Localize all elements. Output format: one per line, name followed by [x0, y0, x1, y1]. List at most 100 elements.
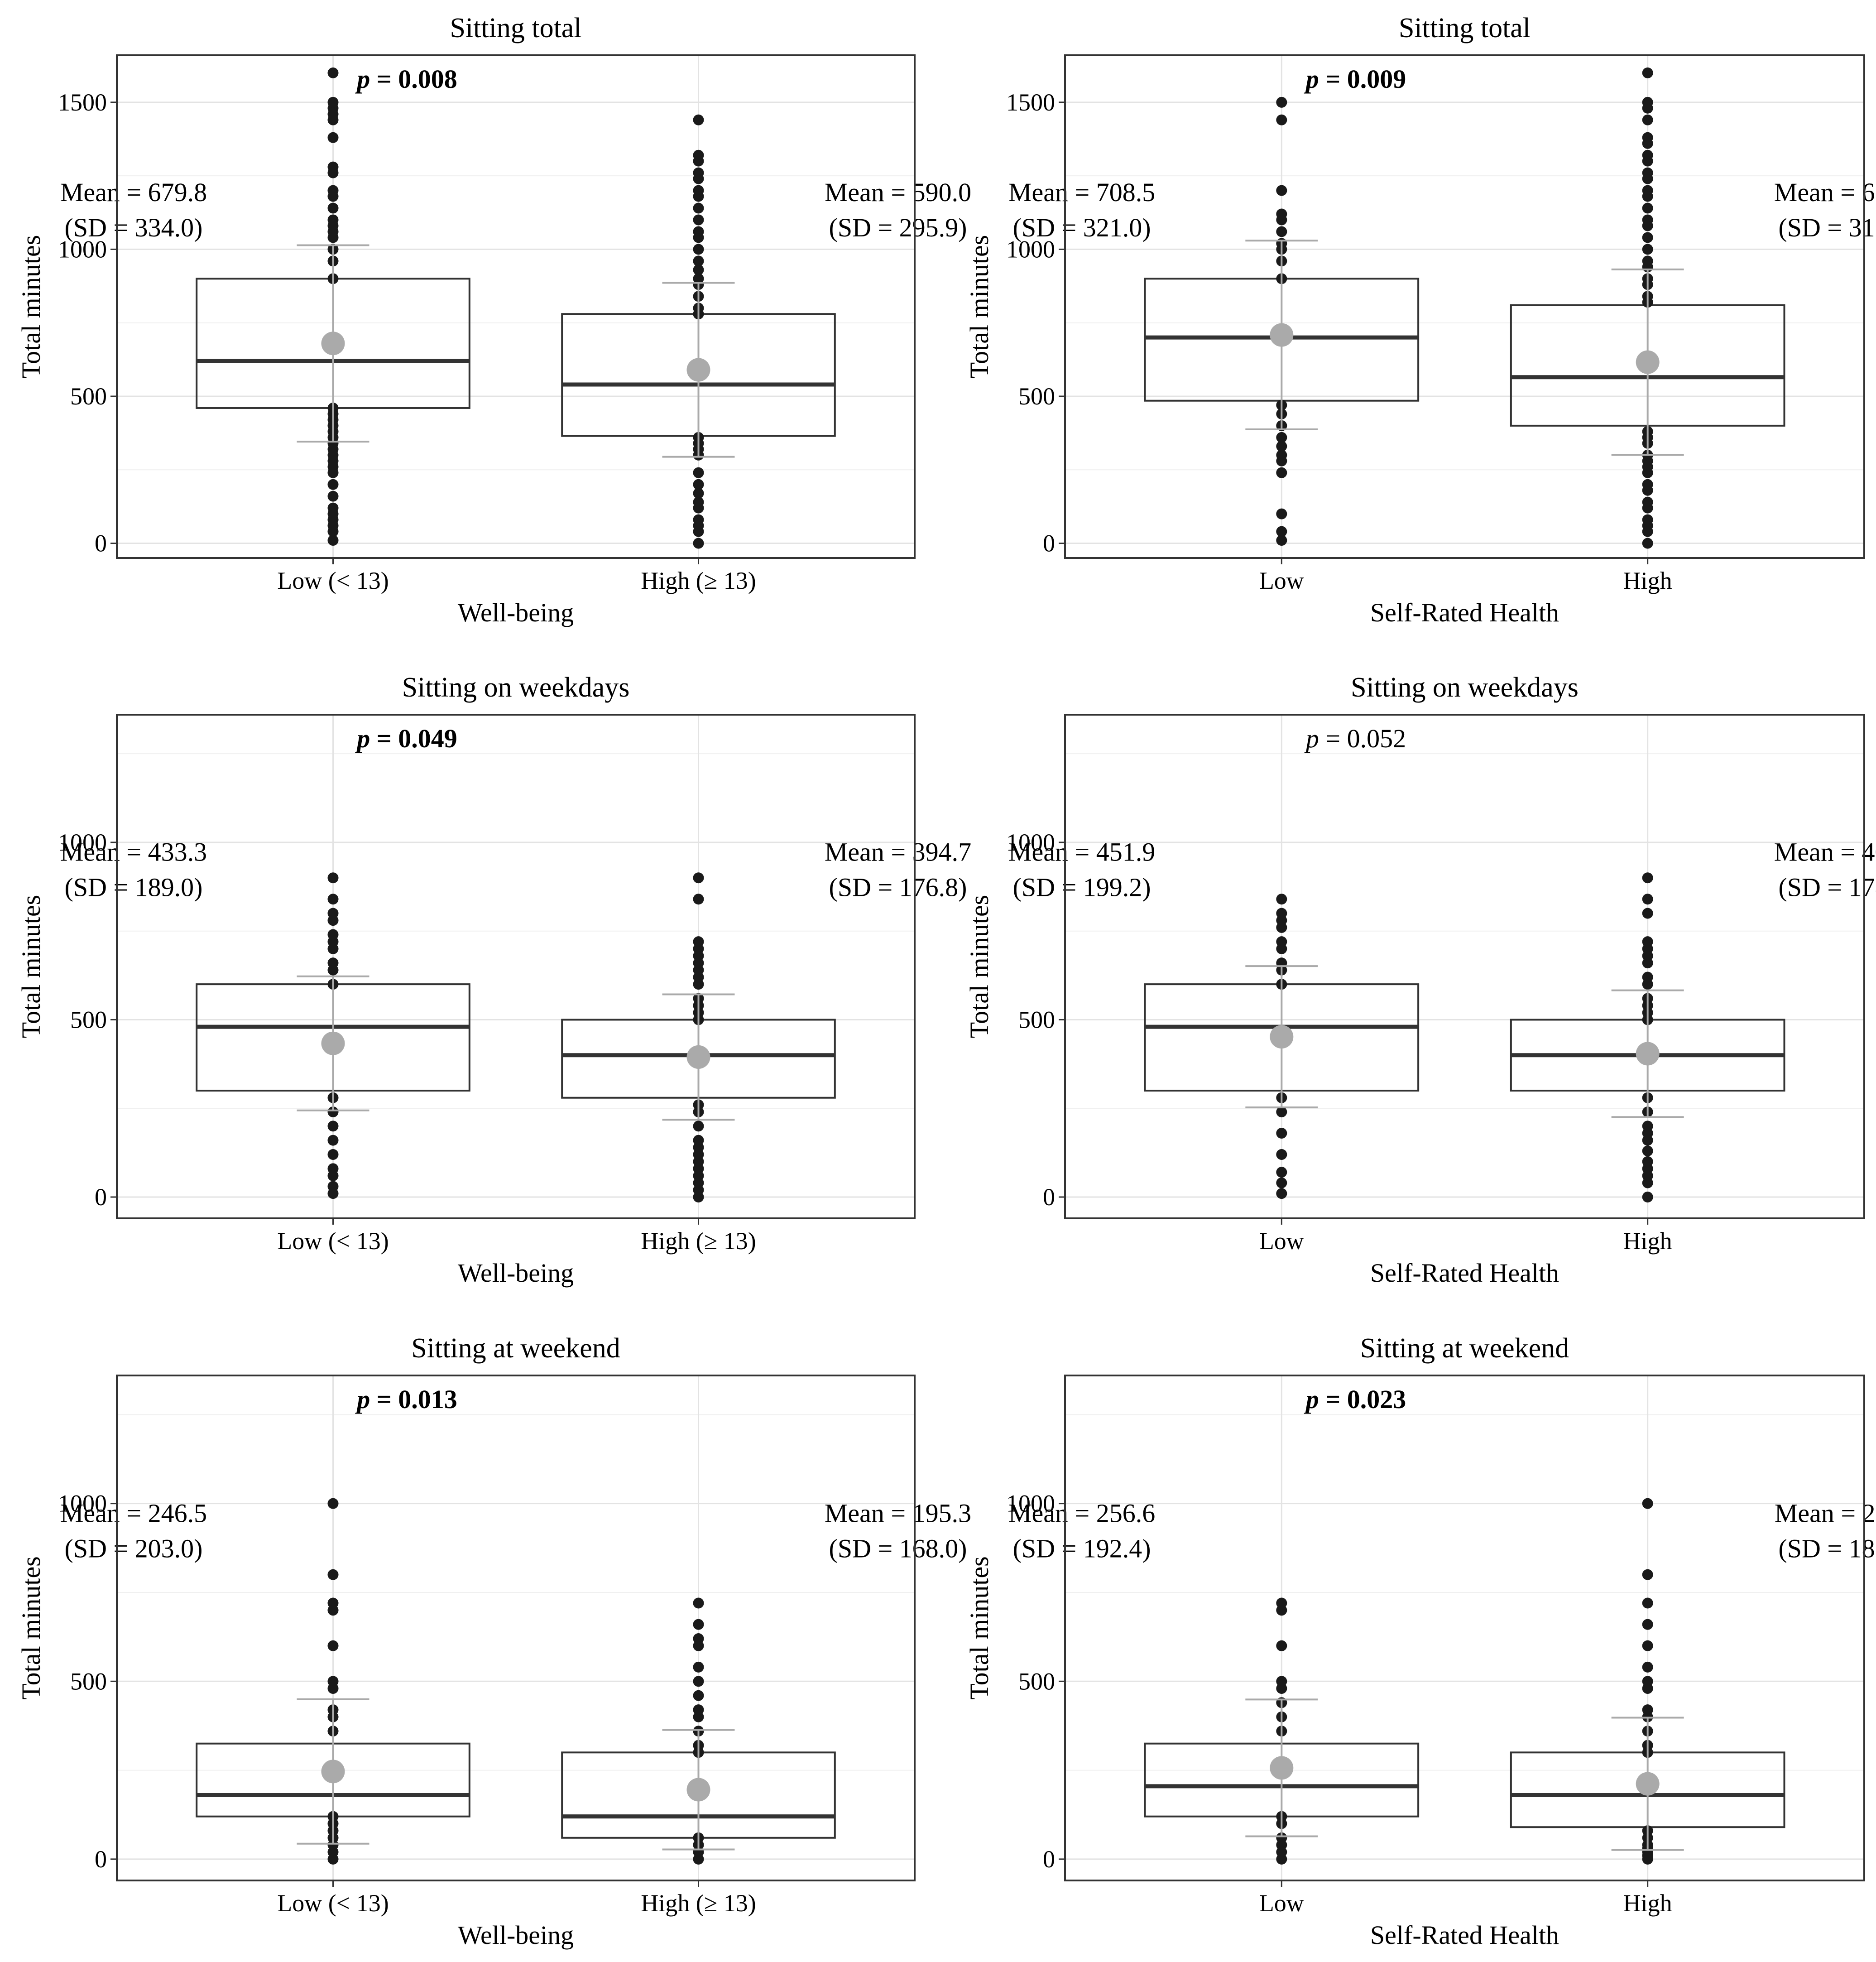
- y-tick-label: 1500: [1006, 89, 1055, 116]
- data-point: [1276, 526, 1287, 537]
- y-tick-label: 0: [95, 1183, 107, 1211]
- mean-annotation: Mean = 616.0: [1774, 178, 1876, 207]
- data-point: [327, 894, 339, 905]
- x-tick-label: Low: [1259, 1890, 1304, 1917]
- y-tick-label: 500: [70, 1006, 107, 1033]
- p-value-text: = 0.052: [1319, 724, 1406, 753]
- panel-border: [1064, 54, 1865, 559]
- mean-point: [686, 1778, 710, 1802]
- data-point: [693, 264, 704, 275]
- x-axis-label: Self-Rated Health: [1370, 1920, 1559, 1950]
- sd-annotation: (SD = 321.0): [1013, 213, 1151, 242]
- y-tick-label: 500: [70, 1668, 107, 1695]
- mean-annotation: Mean = 246.5: [60, 1498, 207, 1528]
- mean-annotation: Mean = 394.7: [825, 837, 971, 866]
- data-point: [1642, 1597, 1653, 1609]
- data-point: [327, 872, 339, 884]
- data-point: [1642, 132, 1653, 143]
- sd-annotation: (SD = 186.0): [1778, 1534, 1876, 1563]
- data-point: [327, 1120, 339, 1132]
- y-tick-label: 1500: [58, 89, 107, 116]
- y-tick-label: 500: [1018, 1006, 1055, 1033]
- panel-border: [1064, 1375, 1865, 1881]
- chart-title: Sitting on weekdays: [402, 672, 630, 703]
- data-point: [693, 167, 704, 178]
- plot-area: [1065, 55, 1864, 558]
- data-point: [1276, 1676, 1287, 1687]
- data-point: [1642, 1676, 1653, 1687]
- p-value-label: p = 0.023: [1304, 1385, 1406, 1414]
- data-point: [693, 1120, 704, 1132]
- data-point: [1642, 908, 1653, 919]
- data-point: [327, 929, 339, 940]
- data-point: [1276, 508, 1287, 519]
- p-value-symbol: p: [355, 64, 370, 94]
- data-point: [1276, 96, 1287, 108]
- data-point: [327, 957, 339, 969]
- p-value-text: = 0.013: [370, 1385, 457, 1414]
- y-tick-label: 1000: [58, 236, 107, 263]
- data-point: [1276, 936, 1287, 947]
- data-point: [693, 894, 704, 905]
- data-point: [327, 1597, 339, 1609]
- data-point: [1642, 255, 1653, 267]
- data-point: [693, 936, 704, 947]
- sd-annotation: (SD = 189.0): [65, 872, 203, 902]
- data-point: [1276, 908, 1287, 919]
- y-axis-label: Total minutes: [964, 235, 994, 379]
- y-tick-label: 1000: [1006, 236, 1055, 263]
- data-point: [1642, 1619, 1653, 1630]
- y-tick-label: 500: [1018, 383, 1055, 410]
- data-point: [327, 502, 339, 514]
- data-point: [1642, 479, 1653, 490]
- x-axis-label: Well-being: [458, 598, 574, 627]
- y-tick-label: 0: [1043, 1183, 1055, 1211]
- data-point: [327, 1498, 339, 1509]
- data-point: [693, 226, 704, 237]
- data-point: [1642, 244, 1653, 255]
- p-value-label: p = 0.008: [355, 64, 457, 94]
- data-point: [693, 149, 704, 161]
- p-value-symbol: p: [355, 724, 370, 753]
- plot-area: [117, 1375, 915, 1880]
- y-tick-label: 0: [1043, 1846, 1055, 1873]
- mean-point: [1270, 1025, 1294, 1049]
- data-point: [1642, 202, 1653, 214]
- data-point: [693, 214, 704, 226]
- panel-border: [1064, 714, 1865, 1219]
- mean-annotation: Mean = 404.2: [1774, 837, 1876, 866]
- data-point: [693, 255, 704, 267]
- x-axis-label: Self-Rated Health: [1370, 598, 1559, 627]
- mean-annotation: Mean = 590.0: [825, 178, 971, 207]
- data-point: [327, 1106, 339, 1118]
- y-tick-label: 1000: [1006, 1490, 1055, 1517]
- p-value-text: = 0.009: [1319, 64, 1406, 94]
- x-tick-label: Low: [1259, 567, 1304, 594]
- chart-title: Sitting total: [1399, 13, 1531, 43]
- data-point: [1276, 535, 1287, 546]
- data-point: [327, 161, 339, 173]
- data-point: [327, 490, 339, 502]
- x-tick-label: High: [1623, 567, 1672, 594]
- mean-annotation: Mean = 679.8: [60, 178, 207, 207]
- data-point: [1276, 449, 1287, 461]
- x-tick-label: High (≥ 13): [641, 1890, 756, 1917]
- data-point: [327, 96, 339, 108]
- data-point: [1276, 208, 1287, 220]
- mean-point: [1636, 1042, 1660, 1066]
- data-point: [1642, 1156, 1653, 1167]
- sd-annotation: (SD = 178.6): [1778, 872, 1876, 902]
- data-point: [327, 185, 339, 196]
- p-value-symbol: p: [355, 1385, 370, 1414]
- data-point: [1642, 1640, 1653, 1651]
- y-tick-label: 0: [1043, 530, 1055, 557]
- data-point: [327, 1135, 339, 1146]
- x-tick-label: Low (< 13): [277, 1890, 389, 1917]
- data-point: [693, 479, 704, 490]
- chart-title: Sitting at weekend: [411, 1333, 620, 1364]
- x-axis-label: Self-Rated Health: [1370, 1258, 1559, 1288]
- data-point: [1642, 936, 1653, 947]
